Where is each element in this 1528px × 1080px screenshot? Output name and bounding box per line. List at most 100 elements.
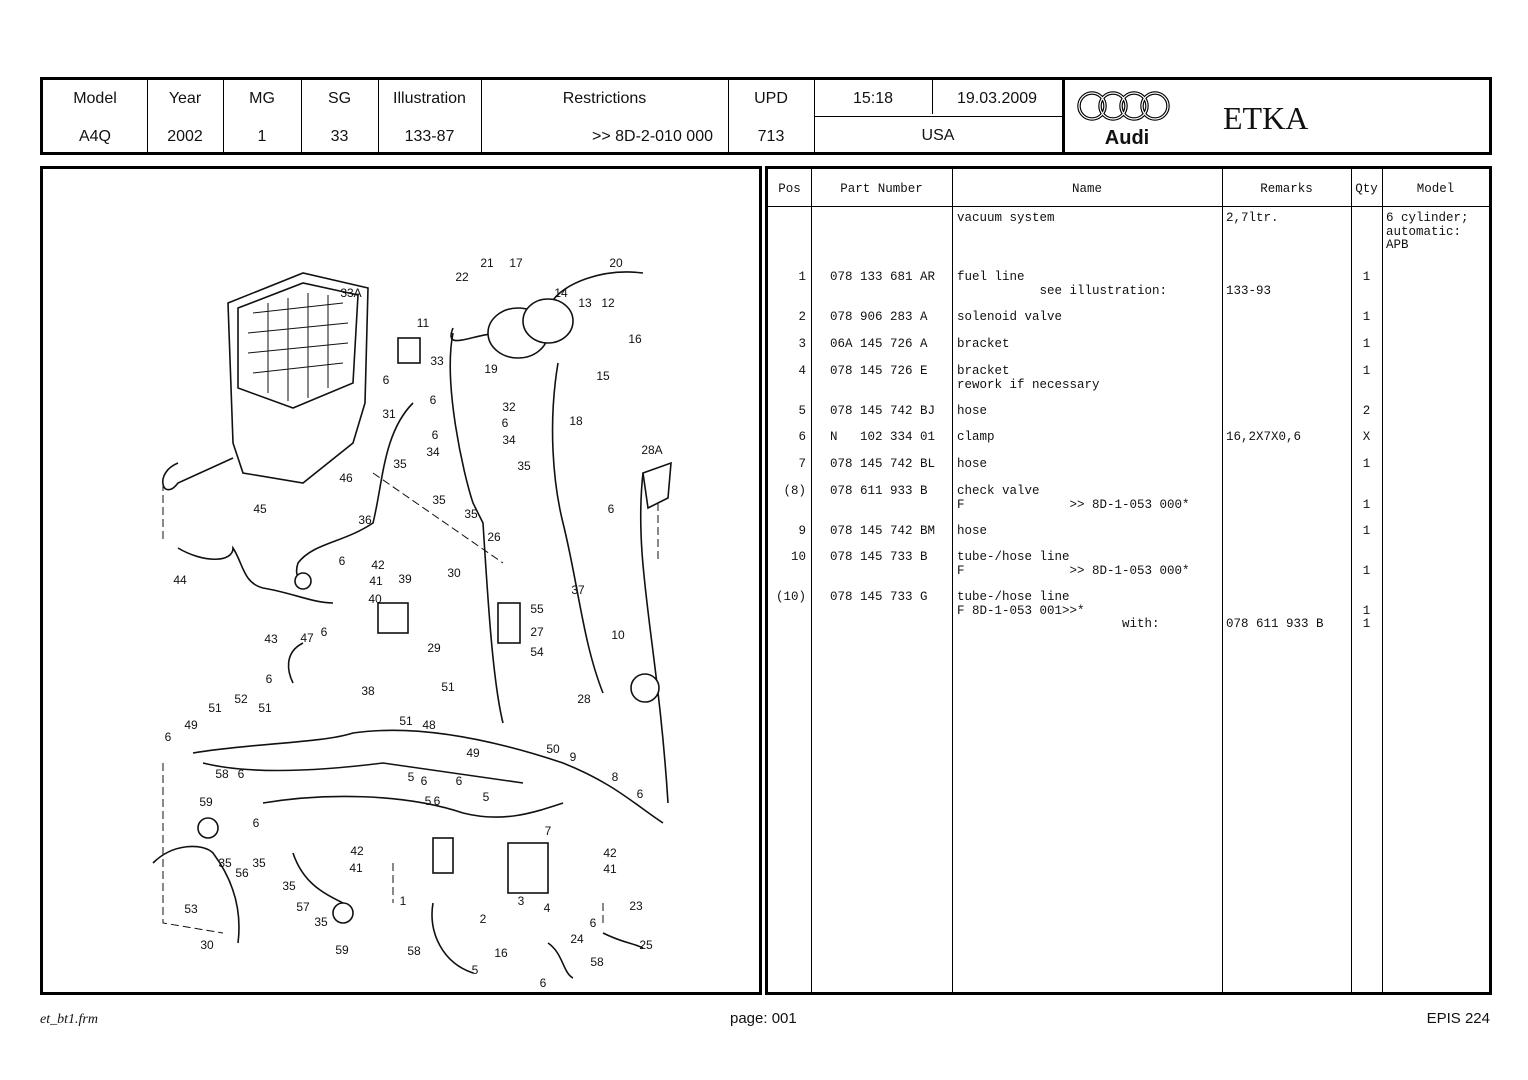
intro-remarks: 2,7ltr.	[1226, 211, 1279, 225]
callout-label: 29	[427, 641, 441, 655]
row-name-detail: see illustration:	[957, 283, 1168, 298]
callout-label: 34	[426, 445, 440, 459]
callout-label: 34	[502, 433, 516, 447]
callout-label: 6	[421, 774, 428, 788]
audi-rings-icon	[1077, 91, 1170, 121]
callout-label: 9	[570, 750, 577, 764]
callout-label: 12	[601, 296, 615, 310]
epis-number: EPIS 224	[1426, 1010, 1490, 1027]
row-qty: 1	[1362, 364, 1371, 378]
callout-label: 6	[608, 502, 615, 516]
col-model: Model	[1416, 182, 1455, 196]
callout-label: 6	[266, 672, 273, 686]
country-value: USA	[921, 127, 955, 144]
callout-label: 6	[432, 428, 439, 442]
mg-value: 1	[257, 128, 267, 145]
callout-label: 6	[590, 916, 597, 930]
col-remarks: Remarks	[1260, 182, 1313, 196]
callout-label: 2	[480, 912, 487, 926]
parts-table: Pos Part Number Name Remarks Qty Model v…	[765, 166, 1492, 995]
intro-model: 6 cylinder; automatic: APB	[1386, 211, 1469, 252]
callout-label: 53	[184, 902, 198, 916]
callout-label: 26	[487, 530, 501, 544]
row-qty: 1 1	[1362, 603, 1371, 631]
restrictions-value: >> 8D-2-010 000	[592, 128, 713, 145]
year-value: 2002	[167, 128, 203, 145]
callout-label: 35	[314, 915, 328, 929]
col-name: Name	[1071, 182, 1102, 196]
callout-label: 22	[455, 270, 469, 284]
row-part: 078 133 681 AR	[830, 270, 936, 284]
callout-label: 42	[350, 844, 364, 858]
row-qty: 1	[1362, 563, 1371, 578]
callout-label: 24	[570, 932, 584, 946]
callout-label: 46	[339, 471, 353, 485]
callout-label: 6	[383, 373, 390, 387]
callout-label: 50	[546, 742, 560, 756]
callout-label: 7	[545, 824, 552, 838]
row-part: 078 145 733 B	[830, 550, 928, 564]
callout-label: 8	[612, 770, 619, 784]
intro-name: vacuum system	[957, 211, 1055, 225]
header-info-bar: Model A4Q Year 2002 MG 1 SG 33 Illustrat…	[40, 77, 1492, 155]
row-pos: 4	[798, 364, 806, 378]
row-part: 078 145 726 E	[830, 364, 928, 378]
callout-label: 6	[238, 767, 245, 781]
callout-label: 6	[165, 730, 172, 744]
callout-label: 18	[569, 414, 583, 428]
callout-label: 6	[339, 554, 346, 568]
callout-label: 27	[530, 625, 544, 639]
row-name: fuel line	[957, 270, 1025, 284]
callout-label: 51	[258, 701, 272, 715]
col-part-number: Part Number	[840, 182, 923, 196]
row-pos: 7	[798, 457, 806, 471]
callout-label: 6	[502, 416, 509, 430]
callout-label: 28A	[641, 443, 662, 457]
callout-label: 21	[480, 256, 494, 270]
callout-label: 33A	[340, 286, 361, 300]
callout-label: 49	[184, 718, 198, 732]
row-name-detail: F >> 8D-1-053 000*	[957, 563, 1190, 578]
callout-label: 39	[398, 572, 412, 586]
callout-label: 19	[484, 362, 498, 376]
row-name: tube-/hose line	[957, 550, 1070, 564]
callout-label: 54	[530, 645, 544, 659]
mg-label: MG	[249, 90, 275, 107]
callout-label: 36	[358, 513, 372, 527]
row-pos: 6	[798, 430, 806, 444]
callout-label: 35	[464, 507, 478, 521]
callout-label: 42	[371, 558, 385, 572]
upd-label: UPD	[754, 90, 788, 107]
row-name: hose	[957, 457, 988, 471]
callout-label: 5	[483, 790, 490, 804]
time-value: 15:18	[852, 90, 894, 107]
callout-label: 30	[447, 566, 461, 580]
callout-label: 47	[300, 631, 314, 645]
sg-value: 33	[330, 128, 349, 145]
callout-label: 35	[393, 457, 407, 471]
row-part: 078 145 742 BM	[830, 524, 936, 538]
callout-label: 25	[639, 938, 653, 952]
callout-label: 31	[382, 407, 396, 421]
callout-label: 41	[603, 862, 617, 876]
callout-label: 10	[611, 628, 625, 642]
row-name: tube-/hose line	[957, 590, 1070, 604]
sg-label: SG	[327, 90, 352, 107]
callout-label: 51	[208, 701, 222, 715]
form-name: et_bt1.frm	[40, 1012, 98, 1027]
callout-label: 6	[430, 393, 437, 407]
callout-label: 51	[399, 714, 413, 728]
callout-label: 58	[215, 767, 229, 781]
callout-label: 35	[252, 856, 266, 870]
callout-label: 6	[637, 787, 644, 801]
callout-label: 6	[253, 816, 260, 830]
row-part: N 102 334 01	[830, 430, 936, 444]
callout-label: 52	[234, 692, 248, 706]
callout-label: 33	[430, 354, 444, 368]
callout-label: 6	[434, 794, 441, 808]
callout-label: 35	[432, 493, 446, 507]
callout-label: 45	[253, 502, 267, 516]
upd-value: 713	[757, 128, 785, 145]
callout-label: 1	[400, 894, 407, 908]
callout-label: 44	[173, 573, 187, 587]
